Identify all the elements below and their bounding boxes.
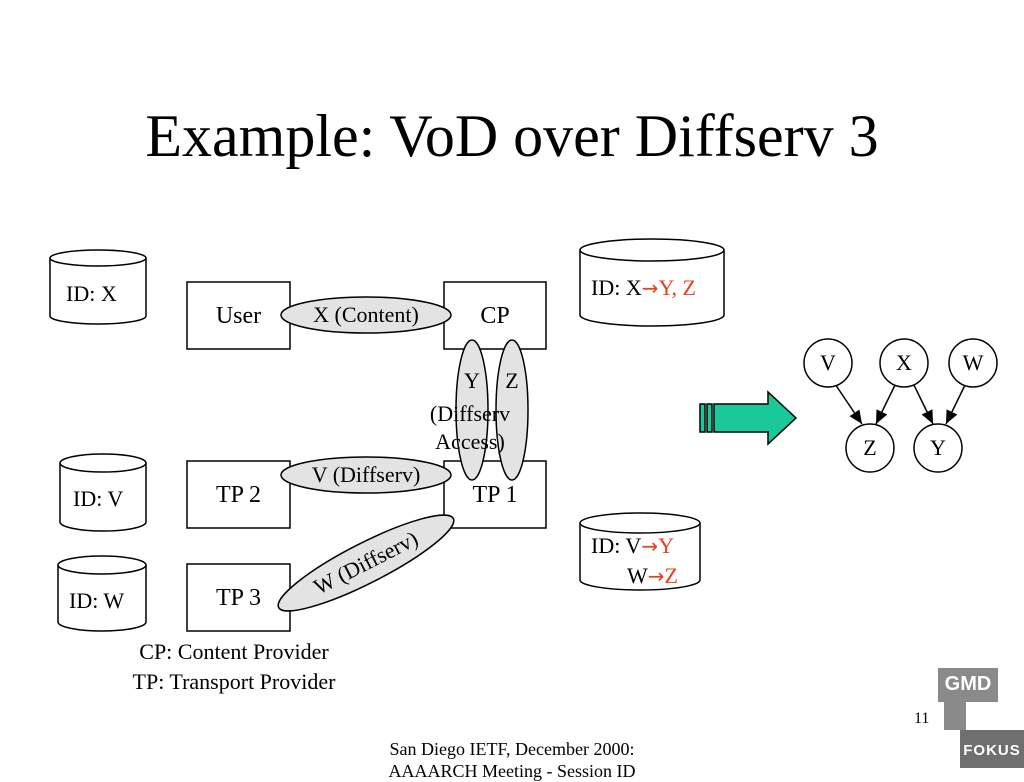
graph-edges [832,380,968,425]
ellipse-diffserv-w [277,514,455,612]
graph-node-z-label: Z [863,435,877,460]
page-number: 11 [914,710,930,727]
box-cp-label: CP [480,303,510,329]
cp-id-label: ID: X→Y, Z [591,275,696,301]
ellipse-y-label: Y [464,368,480,393]
cp-id-prefix: ID: X [591,275,642,300]
legend-line-cp: CP: Content Provider [139,639,329,664]
access-label-line1: (Diffserv [429,401,511,426]
tp1-id-line1-prefix: ID: V [591,533,642,558]
graph-node-v [803,338,853,388]
user-id-label: ID: X [66,281,117,306]
slide-title: Example: VoD over Diffserv 3 [145,103,879,169]
ellipse-content-label: X (Content) [313,302,419,327]
graph-node-x [879,338,929,388]
cylinder-tp1-id [579,512,701,591]
cylinder-user-id [49,249,147,325]
cp-id-targets: Y, Z [658,275,696,300]
big-right-arrow-icon [699,390,798,446]
right-arrow-icon: → [641,534,659,558]
right-arrow-icon: → [647,564,665,588]
cylinder-tp2-id [59,453,147,532]
legend-line-tp: TP: Transport Provider [132,669,336,694]
right-arrow-icon: → [641,276,659,300]
tp1-id-line2: W→Z [627,563,678,589]
footer-line1: San Diego IETF, December 2000: [389,739,635,759]
logo-gmd-text: GMD [944,673,992,695]
footer: San Diego IETF, December 2000: AAAARCH M… [312,738,712,782]
box-tp1-label: TP 1 [472,482,518,508]
cylinder-cp-id [579,238,725,327]
ellipse-z [495,339,529,481]
tp1-id-line2-prefix: W [627,563,648,588]
box-tp3-label: TP 3 [215,585,262,611]
graph-node-v-label: V [820,350,836,375]
graph-node-z [845,423,895,473]
tp1-id-line1: ID: V→Y [591,533,674,559]
tp1-id-line2-target: Z [664,563,678,588]
access-label-line2: Access) [435,429,505,454]
box-user-label: User [215,303,262,329]
footer-line2: AAAARCH Meeting - Session ID [388,761,636,781]
box-tp2 [186,460,291,529]
logo-fokus-text: FOKUS [963,742,1021,759]
graph-node-w-label: W [962,350,984,375]
graph-node-y [913,423,963,473]
ellipse-diffserv-v [280,456,452,494]
ellipse-y [455,339,489,481]
tp2-id-label: ID: V [73,486,124,511]
graph-node-x-label: X [896,350,912,375]
graph-node-w [948,338,998,388]
graph-node-y-label: Y [930,435,946,460]
tp1-id-line1-target: Y [658,533,674,558]
box-tp2-label: TP 2 [215,482,262,508]
ellipse-content [280,296,452,334]
ellipse-diffserv-v-label: V (Diffserv) [311,462,421,487]
box-tp1 [443,460,547,529]
tp3-id-label: ID: W [69,588,125,613]
ellipse-z-label: Z [505,368,519,393]
gmd-fokus-logo [938,668,1024,768]
cylinder-tp3-id [57,555,147,632]
legend: CP: Content Provider TP: Transport Provi… [84,637,384,697]
